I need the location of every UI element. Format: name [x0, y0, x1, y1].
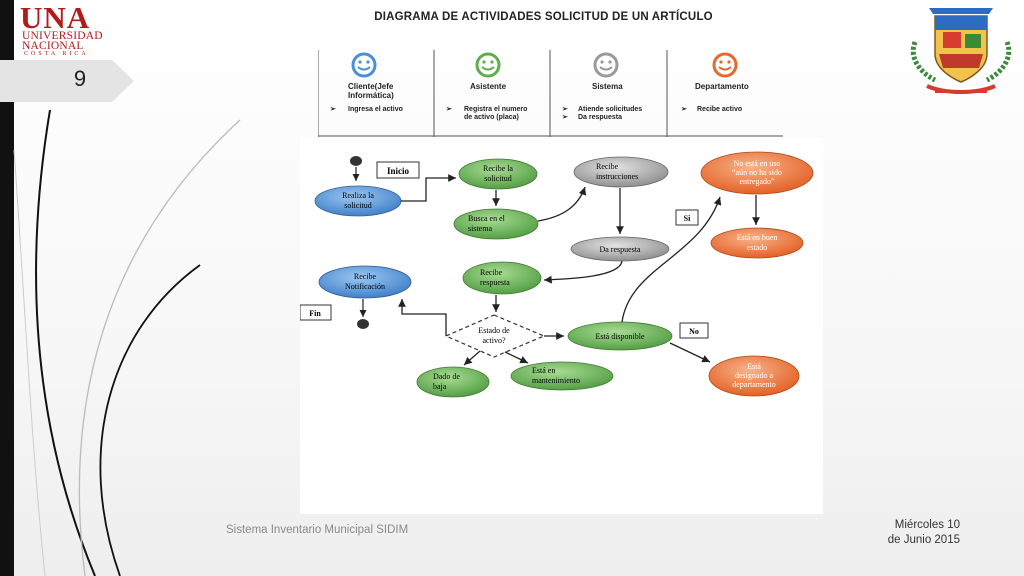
decision-estado-activo: Estado de activo? — [444, 314, 546, 358]
blue-smiley-icon — [351, 52, 377, 78]
svg-text:entregado”: entregado” — [739, 177, 775, 186]
role-column-cliente: Cliente(Jefe Informática) ➢ Ingresa el a… — [318, 50, 434, 137]
footer-system-name: Sistema Inventario Municipal SIDIM — [226, 524, 409, 536]
svg-text:respuesta: respuesta — [480, 278, 510, 287]
bullet-arrow-icon: ➢ — [562, 114, 568, 121]
inicio-label: Inicio — [376, 161, 420, 179]
diagram-title: DIAGRAMA DE ACTIVIDADES SOLICITUD DE UN … — [374, 11, 713, 23]
svg-text:Está: Está — [747, 362, 761, 371]
node-esta-en-mantenimiento: Está en mantenimiento — [510, 361, 614, 391]
svg-text:Fin: Fin — [309, 309, 321, 318]
role-bullet-sistema-2: Da respuesta — [578, 114, 622, 121]
role-bullet-asistente-1b: de activo (placa) — [464, 114, 519, 121]
role-title-sistema: Sistema — [592, 82, 623, 91]
role-title-asistente: Asistente — [470, 82, 507, 91]
municipal-shield-logo — [910, 8, 1012, 94]
footer-date-line1: Miércoles 10 — [894, 519, 960, 531]
svg-text:Recibe: Recibe — [354, 272, 377, 281]
node-realiza-solicitud: Realiza la solicitud — [314, 185, 402, 217]
fin-label: Fin — [300, 304, 332, 321]
svg-text:Está disponible: Está disponible — [595, 332, 645, 341]
bullet-arrow-icon: ➢ — [446, 106, 452, 113]
orange-smiley-icon — [712, 52, 738, 78]
no-label: No — [679, 322, 709, 339]
si-label: Si — [675, 209, 699, 226]
diagram-arrows — [398, 174, 760, 366]
svg-text:“aún no ha sido: “aún no ha sido — [732, 168, 782, 177]
bullet-arrow-icon: ➢ — [562, 106, 568, 113]
svg-text:Está en: Está en — [532, 366, 555, 375]
una-logo-line3: COSTA RICA — [24, 51, 89, 57]
start-node — [350, 156, 362, 181]
activity-diagram: Inicio Realiza la solicitud Recibe la so… — [300, 137, 823, 514]
svg-text:departamento: departamento — [732, 380, 776, 389]
svg-text:instrucciones: instrucciones — [596, 172, 638, 181]
svg-text:solicitud: solicitud — [344, 201, 372, 210]
slide-number-tab — [0, 60, 134, 102]
table-lines — [318, 50, 783, 137]
svg-text:Inicio: Inicio — [387, 166, 410, 176]
slide-number: 9 — [73, 66, 87, 91]
bullet-arrow-icon: ➢ — [681, 106, 687, 113]
svg-text:Recibe: Recibe — [480, 268, 503, 277]
node-no-esta-en-uso: No está en uso “aún no ha sido entregado… — [700, 151, 814, 195]
una-logo-text: UNA — [20, 0, 91, 35]
svg-text:Da respuesta: Da respuesta — [599, 245, 641, 254]
role-bullet-cliente-1: Ingresa el activo — [348, 106, 403, 113]
node-esta-en-buen-estado: Está en buen estado — [710, 227, 804, 259]
node-recibe-respuesta: Recibe respuesta — [462, 261, 542, 295]
footer-date-line2: de Junio 2015 — [887, 534, 960, 546]
node-esta-disponible: Está disponible — [567, 321, 673, 351]
svg-text:mantenimiento: mantenimiento — [532, 376, 580, 385]
role-title-cliente-line1: Cliente(Jefe — [348, 82, 394, 91]
svg-text:Recibe: Recibe — [596, 162, 619, 171]
una-logo: UNA UNIVERSIDAD NACIONAL COSTA RICA — [20, 0, 124, 58]
svg-text:No está en uso: No está en uso — [734, 159, 781, 168]
svg-text:Busca en el: Busca en el — [468, 214, 506, 223]
role-column-sistema: Sistema ➢ Atiende solicitudes ➢ Da respu… — [550, 50, 667, 137]
bullet-arrow-icon: ➢ — [330, 106, 336, 113]
svg-text:Realiza la: Realiza la — [342, 191, 374, 200]
gray-smiley-icon — [593, 52, 619, 78]
svg-text:activo?: activo? — [482, 336, 506, 345]
node-recibe-instrucciones: Recibe instrucciones — [573, 156, 669, 188]
svg-text:Estado de: Estado de — [478, 326, 510, 335]
svg-text:Dado de: Dado de — [433, 372, 460, 381]
svg-text:estado: estado — [747, 243, 767, 252]
role-bullet-asistente-1a: Registra el numero — [464, 106, 528, 113]
svg-text:Recibe la: Recibe la — [483, 164, 513, 173]
role-column-asistente: Asistente ➢ Registra el numero de activo… — [434, 50, 550, 137]
green-smiley-icon — [475, 52, 501, 78]
svg-text:baja: baja — [433, 382, 447, 391]
role-title-departamento: Departamento — [695, 82, 749, 91]
left-accent-bar — [0, 0, 14, 576]
node-esta-designado-departamento: Está designado a departamento — [708, 355, 800, 397]
una-logo-line2: NACIONAL — [22, 40, 84, 52]
svg-text:sistema: sistema — [468, 224, 492, 233]
node-recibe-solicitud: Recibe la solicitud — [458, 158, 538, 190]
roles-header-table: Cliente(Jefe Informática) ➢ Ingresa el a… — [318, 50, 783, 137]
role-column-departamento: Departamento ➢ Recibe activo — [667, 50, 783, 137]
svg-text:No: No — [689, 327, 699, 336]
end-node — [357, 299, 369, 329]
role-bullet-departamento-1: Recibe activo — [697, 106, 743, 113]
svg-text:solicitud: solicitud — [484, 174, 512, 183]
node-busca-sistema: Busca en el sistema — [453, 208, 539, 240]
decorative-curves — [13, 109, 241, 576]
activity-diagram-svg: Inicio Realiza la solicitud Recibe la so… — [300, 151, 814, 398]
svg-text:Si: Si — [684, 214, 691, 223]
node-recibe-notificacion: Recibe Notificación — [318, 265, 412, 299]
role-title-cliente-line2: Informática) — [348, 91, 394, 100]
footer-date: Miércoles 10 de Junio 2015 — [820, 518, 960, 548]
role-bullet-sistema-1: Atiende solicitudes — [578, 106, 643, 113]
svg-text:Está en buen: Está en buen — [737, 233, 778, 242]
node-da-respuesta: Da respuesta — [570, 236, 670, 262]
svg-text:Notificación: Notificación — [345, 282, 385, 291]
node-dado-de-baja: Dado de baja — [416, 366, 490, 398]
svg-text:designado a: designado a — [735, 371, 773, 380]
una-logo-line1: UNIVERSIDAD — [22, 30, 103, 42]
